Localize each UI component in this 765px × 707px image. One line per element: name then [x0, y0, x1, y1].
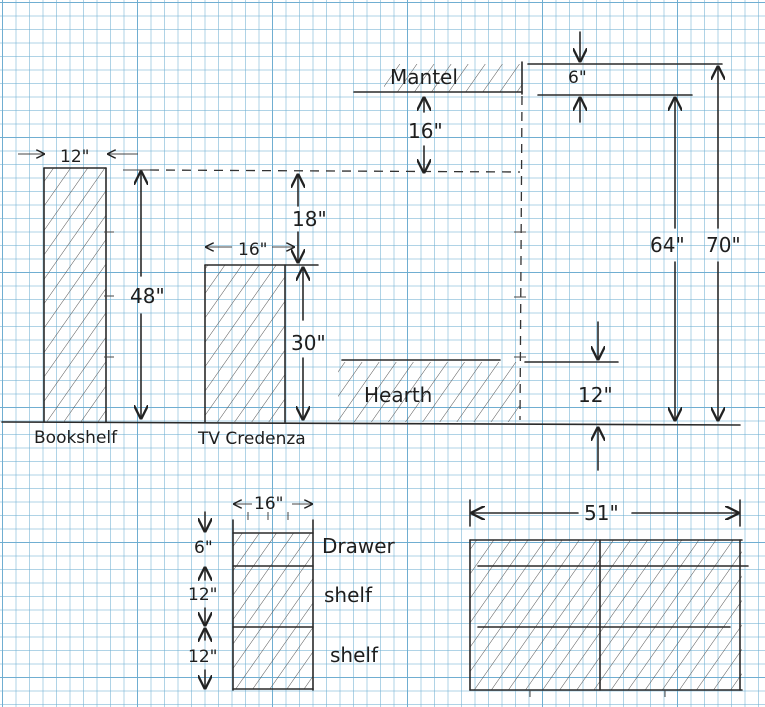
drawer-height-label: 6": [194, 538, 213, 558]
mantel-thickness-label: 6": [568, 68, 587, 88]
hearth-label: Hearth: [364, 383, 432, 407]
mantel: [353, 61, 523, 95]
bookshelf: [43, 167, 114, 423]
mantel-label: Mantel: [390, 65, 458, 89]
shelf-2-label: shelf: [330, 643, 379, 667]
tv-credenza: [204, 264, 319, 423]
opening-inner-label: 64": [650, 233, 685, 257]
drawer-label: Drawer: [322, 534, 396, 558]
hearth: [338, 359, 520, 422]
credenza-height-label: 30": [291, 331, 326, 355]
bookshelf-label: Bookshelf: [34, 428, 118, 448]
wall-ticks: [514, 231, 526, 358]
opening-outer-label: 70": [706, 233, 741, 257]
tv-credenza-label: TV Credenza: [197, 429, 306, 449]
shelf-top-dashed-line: [149, 169, 521, 173]
bookshelf-height-dim: [123, 169, 155, 418]
credenza-gap-label: 18": [292, 207, 327, 231]
panel-width-dim: [469, 499, 741, 527]
shelf-1-height-label: 12": [188, 585, 217, 605]
detail-width-label: 16": [254, 494, 283, 514]
shelf-1-label: shelf: [324, 583, 373, 607]
bookshelf-width-label: 12": [60, 147, 89, 167]
bookshelf-height-label: 48": [130, 284, 165, 308]
wide-panel: [469, 539, 749, 697]
mantel-gap-label: 16": [408, 119, 443, 143]
fireplace-wall-line: [519, 95, 523, 421]
hearth-height-label: 12": [578, 383, 613, 407]
floor-line: [1, 421, 741, 426]
credenza-width-label: 16": [238, 240, 267, 260]
shelf-2-height-label: 12": [188, 647, 217, 667]
panel-width-label: 51": [584, 501, 619, 525]
mantel-thickness-dim: [527, 31, 723, 123]
hearth-height-dim: [524, 321, 619, 471]
credenza-detail: [232, 512, 314, 691]
